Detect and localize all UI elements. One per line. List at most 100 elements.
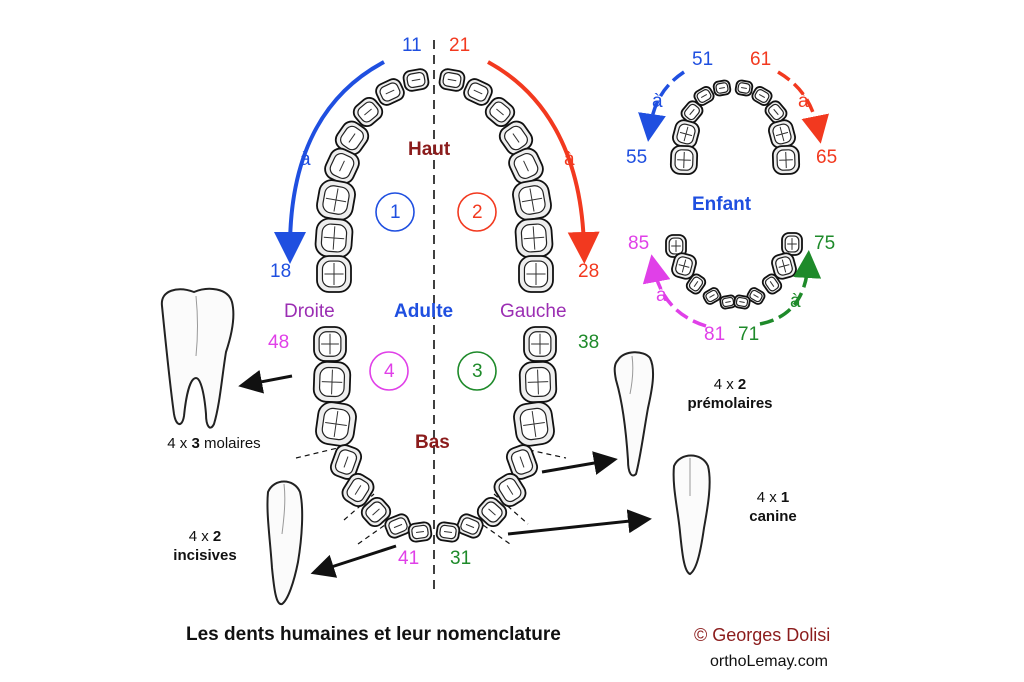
canine-count: 4 x (756, 489, 781, 506)
arrow-71-to-75 (759, 250, 822, 326)
premolars-word: prémolaires (687, 394, 773, 412)
child-upper-tooth (672, 119, 700, 149)
upper-tooth (375, 78, 405, 106)
tooth-number-75: 75 (814, 233, 836, 254)
child-upper-tooth (693, 86, 715, 106)
arrow-11-to-18 (274, 60, 385, 264)
connector-a-upper-right: à (300, 149, 311, 170)
divider-canine-left (493, 493, 529, 525)
lower-tooth (523, 326, 557, 362)
canine-word: canine (749, 507, 797, 525)
lower-tooth (513, 401, 555, 447)
premolars-number: 2 (737, 376, 747, 393)
canine-caption: 4 x 1 canine (738, 489, 808, 527)
tooth-number-21: 21 (449, 35, 471, 56)
lower-tooth (435, 521, 461, 543)
quadrant-1-label: 1 (390, 202, 401, 223)
child-lower-tooth (781, 232, 803, 256)
tooth-number-18: 18 (270, 261, 292, 282)
child-lower-tooth (702, 287, 722, 305)
lower-tooth (312, 360, 352, 404)
website-link[interactable]: orthoLemay.com (710, 653, 828, 670)
arrow-81-to-85 (642, 254, 707, 328)
quadrant-3-circle (457, 351, 497, 391)
child-lower-tooth (771, 252, 797, 280)
tooth-number-65: 65 (816, 147, 838, 168)
incisors-count: 4 x (188, 528, 213, 545)
upper-tooth (463, 78, 493, 106)
molars-word: molaires (199, 435, 261, 452)
side-right-label: Droite (284, 301, 335, 322)
upper-tooth (512, 179, 552, 221)
quadrant-2-label: 2 (472, 202, 483, 223)
connector-a-child-upper-right: à (652, 91, 663, 112)
upper-tooth (518, 255, 554, 293)
region-lower-label: Bas (415, 432, 450, 453)
lower-tooth (407, 521, 433, 543)
upper-tooth (498, 120, 534, 156)
tooth-number-28: 28 (578, 261, 600, 282)
child-upper-tooth (669, 144, 699, 176)
child-upper-tooth (764, 100, 788, 124)
arrow-to-premolar (541, 451, 618, 475)
divider-incisor-right (357, 519, 393, 545)
child-upper-tooth (712, 79, 732, 97)
child-upper-tooth (734, 79, 754, 97)
lower-tooth (360, 496, 392, 528)
upper-tooth (514, 217, 554, 259)
quadrant-3-label: 3 (472, 361, 483, 382)
lower-tooth (493, 472, 527, 508)
copyright-text: © Georges Dolisi (694, 625, 831, 645)
child-label: Enfant (692, 194, 752, 215)
tooth-number-48: 48 (268, 332, 290, 353)
molars-caption: 4 x 3 molaires (134, 435, 294, 454)
lower-tooth (315, 401, 357, 447)
arrow-61-to-65 (777, 70, 829, 144)
connector-a-child-lower-right: à (656, 285, 667, 306)
child-dentition (665, 79, 803, 310)
incisor-illustration (266, 480, 304, 606)
tooth-number-38: 38 (578, 332, 600, 353)
arrow-to-incisor (310, 544, 397, 578)
child-lower-tooth (671, 252, 697, 280)
adult-dentition (312, 68, 558, 543)
connector-a-upper-left: à (564, 149, 575, 170)
child-upper-tooth (751, 86, 773, 106)
quadrant-4-label: 4 (384, 361, 395, 382)
premolar-illustration (613, 351, 655, 477)
adult-label: Adulte (394, 301, 454, 322)
arrow-21-to-28 (487, 60, 600, 264)
child-lower-tooth (746, 287, 766, 305)
tooth-number-61: 61 (750, 49, 772, 70)
canine-number: 1 (780, 489, 790, 506)
tooth-number-11: 11 (402, 35, 422, 56)
connector-a-child-upper-left: à (798, 91, 809, 112)
connector-a-child-lower-left: à (790, 291, 801, 312)
quadrant-2-circle (457, 192, 497, 232)
lower-tooth (329, 444, 363, 480)
incisors-word: incisives (173, 546, 237, 564)
divider-molar-premolar-left (519, 447, 567, 459)
upper-tooth (402, 68, 430, 92)
child-upper-tooth (768, 119, 796, 149)
premolars-count: 4 x (713, 376, 738, 393)
arrow-51-to-55 (638, 70, 685, 142)
side-left-label: Gauche (500, 301, 567, 322)
quadrant-1-circle (375, 192, 415, 232)
upper-tooth (316, 255, 352, 293)
molars-count: 4 x (167, 435, 192, 452)
tooth-number-81: 81 (704, 324, 726, 345)
tooth-number-55: 55 (626, 147, 648, 168)
diagram-title: Les dents humaines et leur nomenclature (186, 624, 561, 645)
incisors-caption: 4 x 2 incisives (150, 528, 260, 566)
upper-tooth (334, 120, 370, 156)
tooth-number-31: 31 (450, 548, 472, 569)
lower-tooth (341, 472, 375, 508)
molars-number: 3 (191, 435, 200, 452)
upper-tooth (314, 217, 354, 259)
lower-tooth (313, 326, 347, 362)
molar-illustration (160, 287, 235, 429)
lower-tooth (518, 360, 558, 404)
